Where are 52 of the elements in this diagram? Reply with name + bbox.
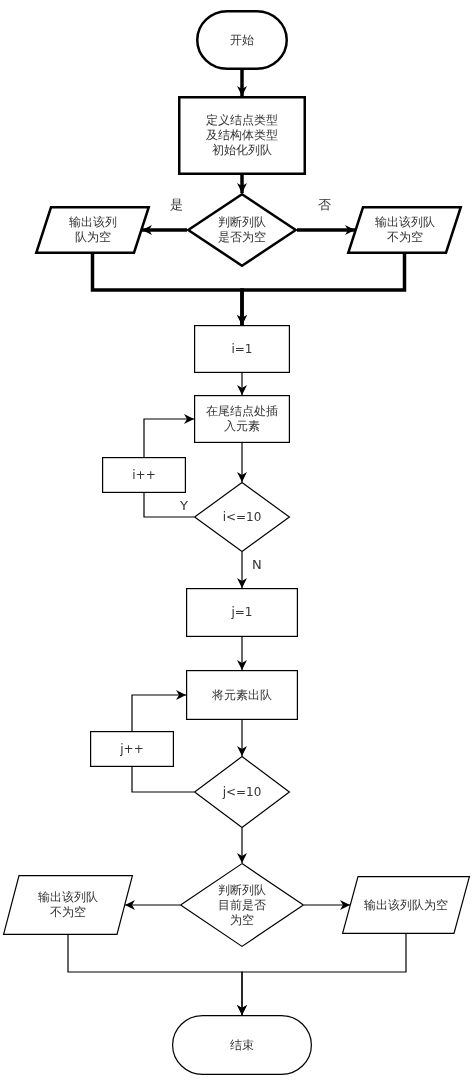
node-text: 输出该列队为空 [363,897,449,913]
arrow [143,414,195,458]
node-text: j++ [119,741,145,757]
arrow [297,225,355,235]
process-box [194,395,290,443]
io-parallelogram [342,876,470,934]
node-text: 输出该列队不为空 [373,215,436,245]
node-text: i<=10 [221,509,263,525]
io-parallelogram [35,206,150,254]
io-parallelogram [3,875,133,935]
node-text: 将元素出队 [211,687,273,703]
decision-diamond [194,482,290,552]
arrow [237,551,247,589]
terminal-shape [172,1015,312,1075]
arrow [142,225,187,235]
decision-diamond [180,863,304,947]
arrow [237,442,247,483]
edge-label: 是 [168,197,185,213]
process-box [194,325,290,373]
process-box [178,96,306,175]
node-text: j<=10 [221,784,263,800]
arrow [237,636,247,671]
terminal-shape [196,10,288,70]
io-parallelogram [347,206,462,254]
arrow [237,175,247,193]
node-text: 判断列队目前是否为空 [217,882,267,928]
process-box [186,588,298,637]
decision-diamond [194,756,290,828]
node-text: 结束 [229,1037,255,1053]
process-box [186,670,298,720]
node-text: i=1 [230,341,254,357]
arrow [303,900,351,910]
node-text: 输出该列队为空 [67,215,118,245]
edge-label: 否 [316,197,333,213]
arrow [237,372,247,396]
node-text: 判断列队是否为空 [217,215,267,245]
node-text: 在尾结点处插入元素 [205,404,279,434]
arrow [237,70,247,96]
process-box [102,457,186,493]
node-text: j=1 [230,605,254,620]
node-text: 输出该列队不为空 [37,890,99,920]
arrow [237,254,407,325]
decision-diamond [187,193,297,267]
arrow [124,900,181,910]
arrow [237,933,407,1016]
node-text: 开始 [229,32,255,48]
arrow [237,719,247,757]
node-text: i++ [131,467,157,483]
arrow [131,690,187,732]
arrow [237,827,247,864]
process-box [90,731,174,767]
node-text: 定义结点类型及结构体类型初始化列队 [205,113,279,158]
